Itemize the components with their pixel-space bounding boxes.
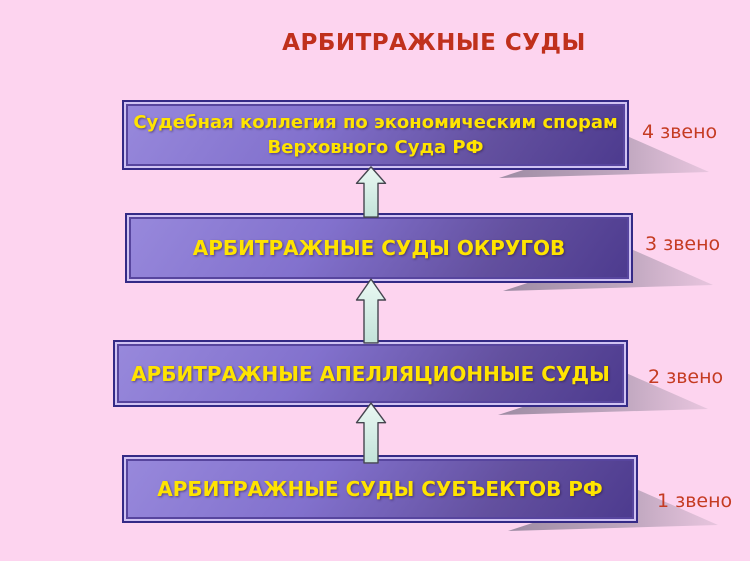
level-label-3: 3 звено — [645, 233, 721, 255]
court-box-level-2: АРБИТРАЖНЫЕ АПЕЛЛЯЦИОННЫЕ СУДЫ — [113, 340, 628, 407]
level-label-4: 4 звено — [642, 121, 718, 143]
up-arrow-icon — [355, 278, 387, 344]
court-box-level-4: Судебная коллегия по экономическим спора… — [122, 100, 629, 170]
page-title: АРБИТРАЖНЫЕ СУДЫ — [282, 30, 586, 56]
court-box-text-line: АРБИТРАЖНЫЕ СУДЫ СУБЪЕКТОВ РФ — [157, 477, 603, 501]
up-arrow-icon — [355, 166, 387, 218]
court-box-level-3: АРБИТРАЖНЫЕ СУДЫ ОКРУГОВ — [125, 213, 633, 283]
court-box-text-line: Верховного Суда РФ — [267, 137, 484, 158]
court-box-text-line: АРБИТРАЖНЫЕ СУДЫ ОКРУГОВ — [192, 236, 566, 260]
level-label-2: 2 звено — [648, 366, 724, 388]
court-box-level-1: АРБИТРАЖНЫЕ СУДЫ СУБЪЕКТОВ РФ — [122, 455, 638, 523]
up-arrow-icon — [355, 402, 387, 464]
court-box-text-line: АРБИТРАЖНЫЕ АПЕЛЛЯЦИОННЫЕ СУДЫ — [131, 361, 610, 386]
court-box-text-line: Судебная коллегия по экономическим спора… — [133, 112, 618, 133]
level-label-1: 1 звено — [657, 490, 733, 512]
